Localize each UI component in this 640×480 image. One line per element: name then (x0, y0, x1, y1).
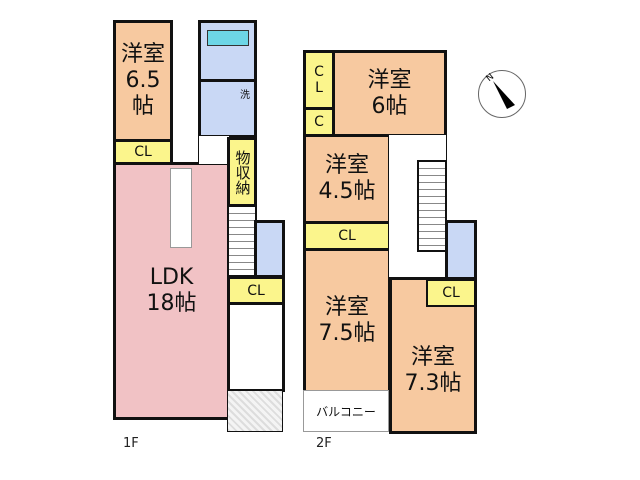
closet-2f-small: C (303, 107, 335, 137)
hallway-1f (198, 135, 230, 165)
room-label: 洋室 (367, 67, 412, 93)
compass-icon: N (478, 70, 526, 118)
storage: 物収納 (227, 137, 257, 207)
kitchen-counter (170, 168, 192, 248)
room-label: 洋室 (410, 344, 455, 370)
room-size: 4.5帖 (318, 179, 376, 204)
room-label: 洋室 (324, 153, 369, 178)
closet-1f-entrance: CL (227, 276, 285, 305)
closet-label: CL (247, 282, 265, 299)
room-size: 6.5帖 (125, 68, 161, 119)
closet-label: CL (442, 285, 460, 301)
toilet-2f (445, 220, 477, 280)
bathtub-icon (206, 30, 249, 46)
floor-label-2f: 2F (316, 436, 332, 451)
toilet-1f (254, 220, 285, 278)
room-size: 6帖 (371, 93, 408, 119)
room-label: LDK (149, 265, 194, 290)
stairs-2f (417, 160, 447, 252)
storage-label: 物収納 (233, 149, 252, 195)
closet-label: CL (338, 228, 356, 244)
washroom: 洗 (198, 79, 257, 138)
room-size: 18帖 (146, 291, 197, 316)
wash-label: 洗 (240, 90, 250, 101)
bathroom (198, 20, 257, 82)
closet-2f-4.5: CL (303, 221, 391, 251)
room-size: 7.5帖 (318, 320, 376, 346)
floor-label-1f: 1F (123, 436, 139, 451)
closet-label: CL (311, 64, 327, 96)
room-size: 7.3帖 (404, 370, 462, 396)
closet-2f-vertical: CL (303, 50, 335, 110)
room-label: 洋室 (120, 42, 165, 67)
balcony: バルコニー (303, 390, 389, 432)
porch (227, 390, 283, 432)
closet-label: CL (134, 144, 152, 160)
balcony-label: バルコニー (316, 404, 376, 419)
closet-label: C (314, 114, 324, 130)
room-label: 洋室 (324, 294, 369, 320)
closet-2f-7.3: CL (426, 279, 476, 307)
entrance (227, 302, 285, 392)
stairs-1f (227, 205, 257, 277)
